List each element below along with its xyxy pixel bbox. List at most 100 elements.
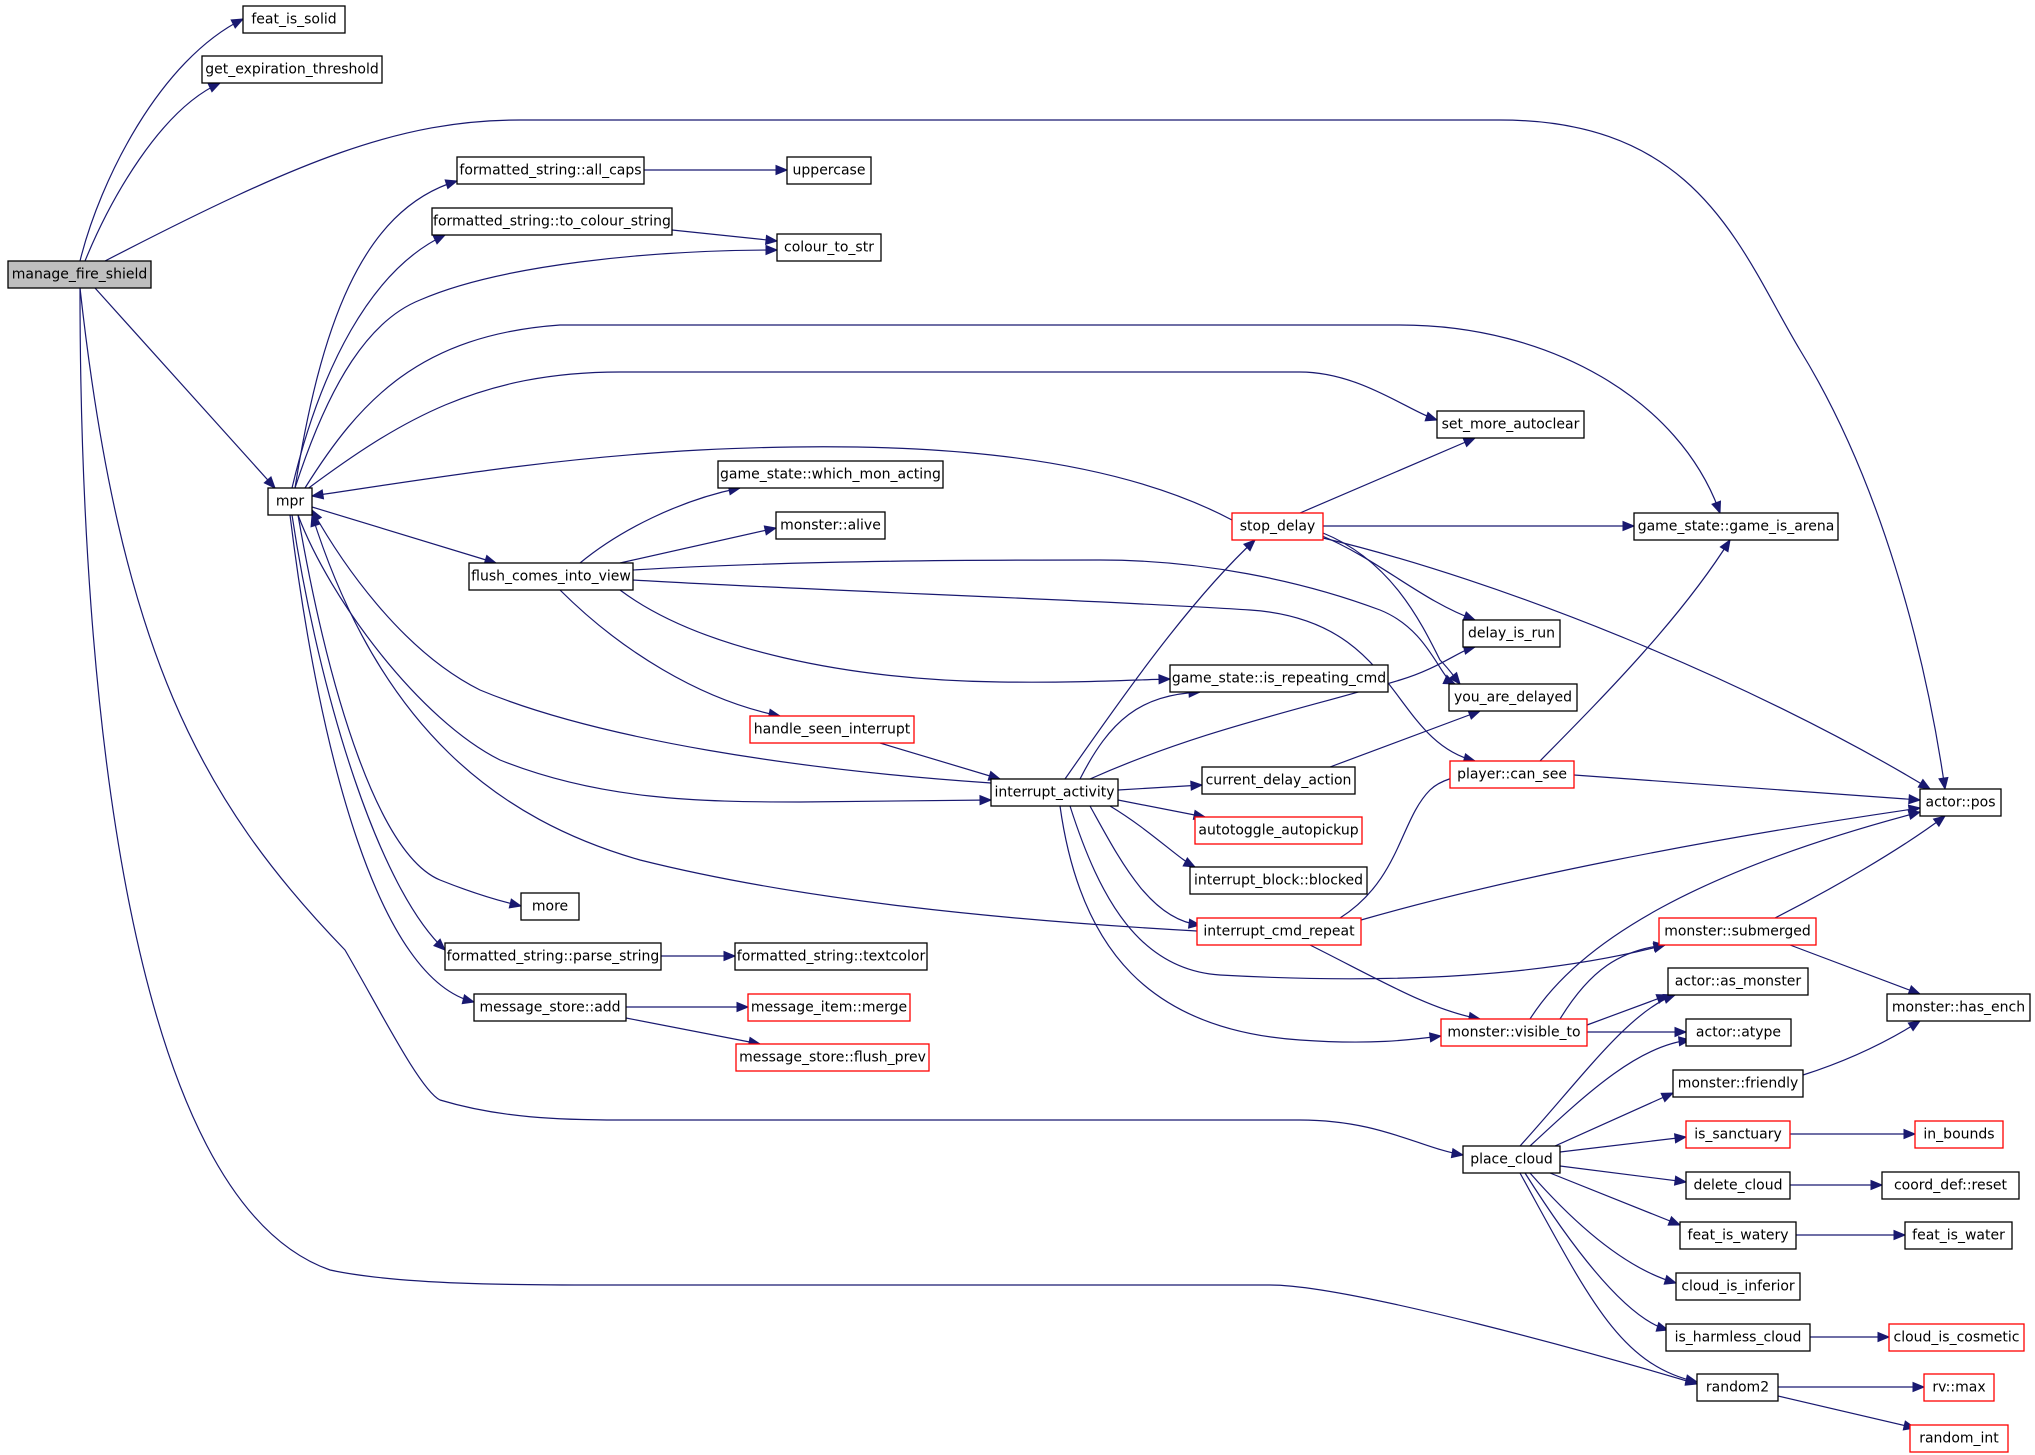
node-label: game_state::is_repeating_cmd	[1172, 671, 1386, 687]
node-set-more-autoclear[interactable]: set_more_autoclear	[1436, 410, 1585, 439]
node-box	[520, 892, 580, 921]
node-flush-comes-into-view[interactable]: flush_comes_into_view	[468, 562, 634, 591]
node-mpr[interactable]: mpr	[267, 487, 313, 516]
arrowhead	[1655, 1321, 1670, 1332]
node-formatted-string-parse-string[interactable]: formatted_string::parse_string	[444, 942, 662, 971]
node-colour-to-str[interactable]: colour_to_str	[776, 233, 882, 262]
node-box	[1201, 766, 1356, 795]
edge-manage_fire_shield-to-mpr	[94, 287, 276, 489]
node-box	[1440, 1018, 1588, 1047]
arrowhead	[310, 489, 325, 500]
node-uppercase[interactable]: uppercase	[786, 156, 872, 185]
node-random-int[interactable]: random_int	[1909, 1424, 2009, 1453]
arrowhead	[1662, 993, 1677, 1004]
node-rv-max[interactable]: rv::max	[1923, 1373, 1995, 1402]
node-box	[431, 207, 673, 236]
node-feat-is-water[interactable]: feat_is_water	[1904, 1221, 2013, 1250]
node-message-store-flush-prev[interactable]: message_store::flush_prev	[735, 1043, 930, 1072]
node-game-state-is-repeating-cmd[interactable]: game_state::is_repeating_cmd	[1169, 664, 1389, 693]
arrowhead	[1448, 671, 1461, 686]
node-game-state-which-mon-acting[interactable]: game_state::which_mon_acting	[717, 460, 944, 489]
edge-stop_delay-to-delay_is_run	[1319, 534, 1477, 621]
node-message-item-merge[interactable]: message_item::merge	[747, 993, 911, 1022]
node-delay-is-run[interactable]: delay_is_run	[1462, 619, 1561, 648]
edge-player_can_see-to-game_state_game_is_arena	[1539, 538, 1731, 762]
edge-player_can_see-to-actor_pos	[1573, 774, 1922, 805]
node-get-expiration-threshold[interactable]: get_expiration_threshold	[201, 55, 383, 84]
node-label: formatted_string::to_colour_string	[433, 214, 671, 230]
node-cloud-is-inferior[interactable]: cloud_is_inferior	[1675, 1272, 1801, 1301]
node-manage-fire-shield[interactable]: manage_fire_shield	[7, 260, 152, 289]
edge-line	[1079, 691, 1201, 780]
node-formatted-string-all-caps[interactable]: formatted_string::all_caps	[456, 156, 645, 185]
edge-formatted_string_parse_string-to-formatted_string_textcolor	[661, 950, 737, 962]
node-actor-atype[interactable]: actor::atype	[1685, 1018, 1792, 1047]
node-delete-cloud[interactable]: delete_cloud	[1685, 1171, 1791, 1200]
node-stop-delay[interactable]: stop_delay	[1231, 512, 1324, 541]
edge-line	[1559, 1136, 1687, 1153]
edge-flush_comes_into_view-to-handle_seen_interrupt	[559, 589, 782, 719]
node-feat-is-solid[interactable]: feat_is_solid	[242, 5, 346, 34]
node-box	[1886, 993, 2031, 1022]
node-label: mpr	[276, 494, 305, 510]
edge-line	[294, 180, 458, 489]
node-autotoggle-autopickup[interactable]: autotoggle_autopickup	[1194, 816, 1363, 845]
node-label: formatted_string::parse_string	[447, 949, 660, 965]
node-handle-seen-interrupt[interactable]: handle_seen_interrupt	[749, 715, 915, 744]
node-you-are-delayed[interactable]: you_are_delayed	[1448, 683, 1578, 712]
node-box	[1923, 1373, 1995, 1402]
node-game-state-game-is-arena[interactable]: game_state::game_is_arena	[1633, 512, 1839, 541]
node-player-can-see[interactable]: player::can_see	[1449, 760, 1575, 789]
node-monster-visible-to[interactable]: monster::visible_to	[1440, 1018, 1588, 1047]
node-box	[1904, 1221, 2013, 1250]
node-actor-pos[interactable]: actor::pos	[1919, 788, 2002, 817]
node-in-bounds[interactable]: in_bounds	[1914, 1120, 2004, 1149]
edge-mpr-to-formatted_string_parse_string	[291, 514, 446, 951]
edge-line	[625, 1017, 761, 1045]
edge-manage_fire_shield-to-feat_is_solid	[79, 18, 245, 262]
node-feat-is-watery[interactable]: feat_is_watery	[1679, 1221, 1797, 1250]
node-cloud-is-cosmetic[interactable]: cloud_is_cosmetic	[1888, 1323, 2025, 1352]
node-coord-def-reset[interactable]: coord_def::reset	[1881, 1171, 2020, 1200]
node-random2[interactable]: random2	[1696, 1373, 1779, 1402]
node-label: rv::max	[1932, 1380, 1985, 1396]
node-actor-as-monster[interactable]: actor::as_monster	[1667, 967, 1809, 996]
node-formatted-string-textcolor[interactable]: formatted_string::textcolor	[734, 942, 928, 971]
node-monster-alive[interactable]: monster::alive	[775, 511, 886, 540]
edge-line	[311, 506, 497, 564]
node-label: uppercase	[793, 163, 866, 179]
node-monster-has-ench[interactable]: monster::has_ench	[1886, 993, 2031, 1022]
edge-line	[1360, 807, 1921, 921]
edge-place_cloud-to-actor_as_monster	[1519, 993, 1677, 1147]
node-is-harmless-cloud[interactable]: is_harmless_cloud	[1665, 1323, 1811, 1352]
node-interrupt-block-blocked[interactable]: interrupt_block::blocked	[1189, 866, 1368, 895]
node-interrupt-activity[interactable]: interrupt_activity	[990, 778, 1119, 807]
node-message-store-add[interactable]: message_store::add	[473, 993, 627, 1022]
node-box	[1196, 917, 1362, 946]
node-label: autotoggle_autopickup	[1198, 823, 1358, 839]
node-monster-friendly[interactable]: monster::friendly	[1672, 1069, 1804, 1098]
edge-mpr-to-interrupt_activity	[297, 514, 993, 806]
node-current-delay-action[interactable]: current_delay_action	[1201, 766, 1356, 795]
node-label: is_harmless_cloud	[1675, 1330, 1802, 1346]
node-label: in_bounds	[1923, 1127, 1994, 1143]
edge-line	[619, 589, 1171, 683]
node-more[interactable]: more	[520, 892, 580, 921]
node-label: actor::pos	[1925, 795, 1995, 811]
edge-place_cloud-to-actor_atype	[1529, 1036, 1692, 1147]
edge-interrupt_activity-to-stop_delay	[1064, 539, 1256, 780]
node-interrupt-cmd-repeat[interactable]: interrupt_cmd_repeat	[1196, 917, 1362, 946]
node-box	[735, 1043, 930, 1072]
node-formatted-string-to-colour-string[interactable]: formatted_string::to_colour_string	[431, 207, 673, 236]
arrowhead	[1622, 520, 1636, 532]
edge-line	[1529, 811, 1921, 1020]
node-box	[473, 993, 627, 1022]
node-monster-submerged[interactable]: monster::submerged	[1658, 917, 1817, 946]
node-is-sanctuary[interactable]: is_sanctuary	[1685, 1120, 1791, 1149]
edge-line	[311, 446, 1233, 521]
edge-line	[1539, 539, 1731, 762]
arrowhead	[1663, 1274, 1678, 1285]
edge-line	[1329, 710, 1481, 768]
node-place-cloud[interactable]: place_cloud	[1462, 1145, 1561, 1174]
